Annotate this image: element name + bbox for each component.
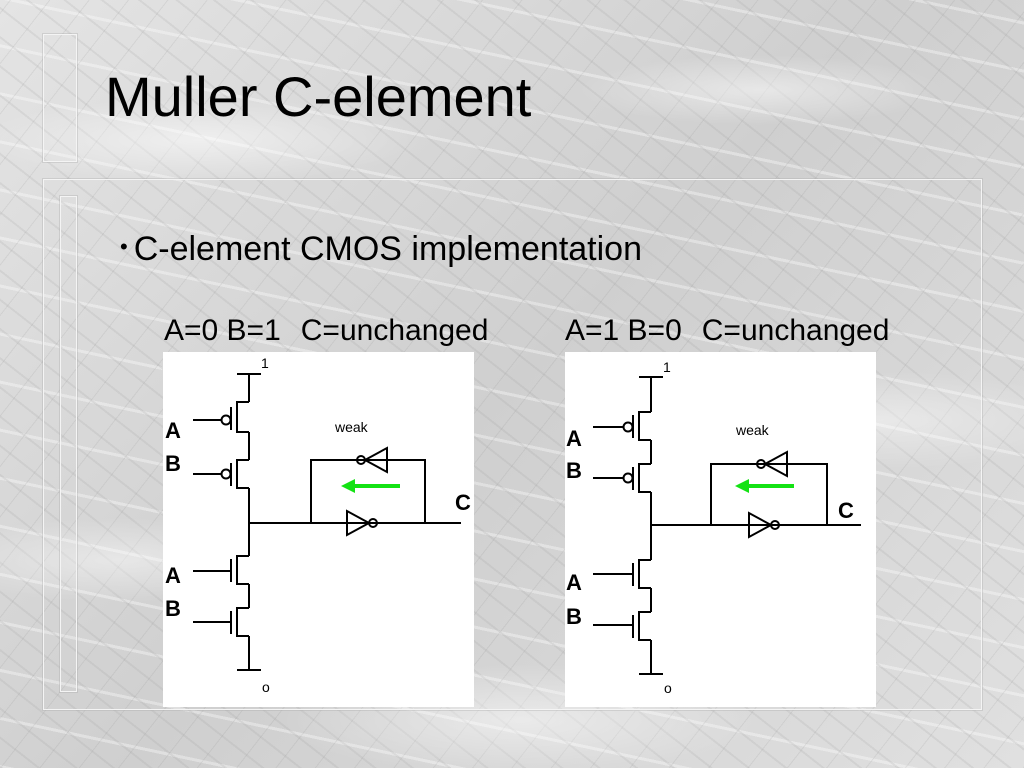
keeper-loop-wire <box>710 463 828 525</box>
nmos-b-channel <box>236 607 249 637</box>
gnd-label: o <box>262 679 270 695</box>
nmos-b-label: B <box>165 596 181 621</box>
forward-inverter-icon <box>748 511 774 539</box>
pmos-a-label: A <box>566 426 582 451</box>
content-frame <box>43 179 982 710</box>
output-state: C=unchanged <box>300 314 489 347</box>
title-accent-bar <box>43 34 77 162</box>
nmos-a-channel <box>638 559 651 589</box>
input-assignment: A=0 B=1 <box>164 314 281 347</box>
nmos-b-channel <box>638 611 651 641</box>
feedback-inverter-icon <box>762 450 788 478</box>
slide-title: Muller C-element <box>105 65 532 128</box>
schematic-drawing: 1 o weak A B A B C <box>566 359 861 696</box>
feedback-inverter-icon <box>362 446 388 474</box>
vdd-label: 1 <box>663 359 671 375</box>
condition-caption-left: A=0 B=1 C=unchanged <box>164 314 488 348</box>
output-label: C <box>455 490 471 515</box>
keeper-label: weak <box>334 419 369 435</box>
pmos-b-bubble <box>220 468 232 480</box>
bullet-text: C-element CMOS implementation <box>133 230 642 268</box>
pmos-b-label: B <box>566 458 582 483</box>
nmos-a-label: A <box>165 563 181 588</box>
pmos-a-bubble <box>220 414 232 426</box>
content-accent-bar <box>60 196 77 692</box>
bullet-dot-icon: • <box>120 234 128 259</box>
nmos-a-channel <box>236 555 249 585</box>
c-element-schematic-right: 1 o weak A B A B C <box>565 352 876 707</box>
pmos-a-channel <box>638 411 651 441</box>
condition-caption-right: A=1 B=0 C=unchanged <box>565 314 889 348</box>
schematic-drawing: 1 o weak A B A B C <box>165 355 471 695</box>
nmos-a-label: A <box>566 570 582 595</box>
gnd-label: o <box>664 680 672 696</box>
pmos-b-channel <box>638 463 651 493</box>
pmos-a-channel <box>236 401 249 433</box>
pmos-b-channel <box>236 459 249 489</box>
pmos-a-label: A <box>165 418 181 443</box>
nmos-b-label: B <box>566 604 582 629</box>
c-element-schematic-left: 1 o weak A B A B C <box>163 352 474 707</box>
output-state: C=unchanged <box>701 314 890 347</box>
output-label: C <box>838 498 854 523</box>
forward-inverter-icon <box>346 509 372 537</box>
keeper-loop-wire <box>310 459 426 523</box>
input-assignment: A=1 B=0 <box>565 314 682 347</box>
vdd-label: 1 <box>261 355 269 371</box>
pmos-a-bubble <box>622 421 634 433</box>
pmos-b-bubble <box>622 472 634 484</box>
bullet-item: •C-element CMOS implementation <box>120 230 642 269</box>
pmos-b-label: B <box>165 451 181 476</box>
keeper-label: weak <box>735 422 770 438</box>
